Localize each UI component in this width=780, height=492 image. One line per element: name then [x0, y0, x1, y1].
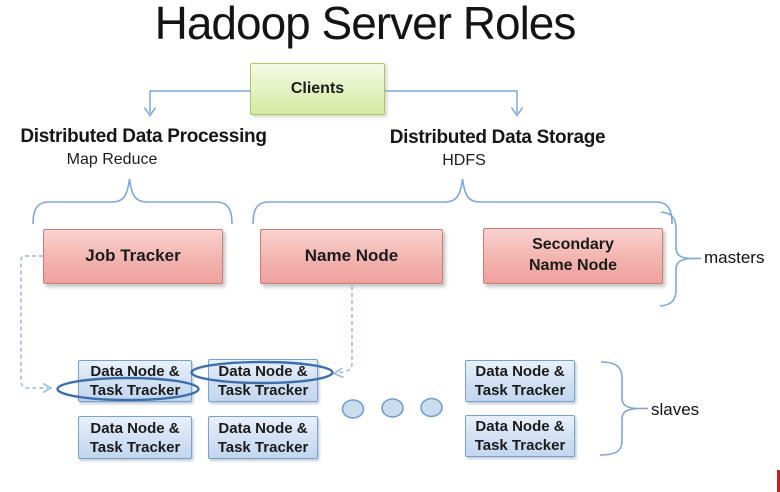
slave-node-label-line1: Data Node &	[90, 419, 180, 437]
storage-subheading: HDFS	[442, 152, 486, 169]
masters-bracket	[659, 211, 691, 307]
secondary-name-node-label-line2: Name Node	[528, 257, 618, 274]
processing-subheading: Map Reduce	[66, 151, 158, 168]
slave-node-label-line1: Data Node &	[90, 363, 180, 380]
slave-node-label-line2: Task Tracker	[89, 438, 181, 456]
diagram-title: Hadoop Server Roles	[154, 0, 577, 49]
storage-heading: Distributed Data Storage	[389, 127, 606, 148]
slave-node-label-line1: Data Node &	[218, 362, 308, 380]
processing-heading: Distributed Data Processing	[20, 126, 267, 147]
slave-node-4: Data Node & Task Tracker	[78, 416, 192, 459]
slave-node-label-line2: Task Tracker	[217, 438, 309, 456]
slave-node-label-line2: Task Tracker	[89, 382, 181, 399]
slave-node-label-line2: Task Tracker	[217, 381, 309, 399]
clients-right-connector	[385, 90, 518, 113]
slaves-bracket	[599, 361, 638, 456]
slave-node-1: Data Node & Task Tracker	[78, 360, 192, 402]
right-arrowhead-icon	[42, 382, 53, 394]
map-reduce-brace	[32, 178, 233, 225]
secondary-name-node-label-line1: Secondary	[532, 236, 614, 254]
clients-node: Clients	[250, 63, 385, 115]
job-tracker-label: Job Tracker	[85, 246, 181, 266]
slave-node-label-line1: Data Node &	[218, 419, 308, 437]
slave-node-label-line1: Data Node &	[475, 418, 565, 435]
hdfs-brace	[252, 178, 673, 225]
slave-node-label-line2: Task Tracker	[474, 382, 566, 399]
slave-node-2: Data Node & Task Tracker	[208, 359, 318, 402]
name-node-node: Name Node	[260, 229, 443, 284]
slaves-group-label: slaves	[651, 400, 700, 419]
masters-group-label: masters	[704, 248, 765, 267]
slave-node-label-line1: Data Node &	[475, 363, 565, 380]
name-node-label: Name Node	[304, 246, 399, 266]
namenode-to-slave-dashed-connector	[338, 286, 353, 374]
ellipsis-dots	[341, 397, 443, 419]
clients-node-label: Clients	[290, 80, 345, 98]
left-arrowhead-icon	[332, 367, 344, 379]
secondary-name-node-node: Secondary Name Node	[483, 228, 663, 284]
down-arrowhead-right-icon	[510, 107, 524, 117]
slave-node-3: Data Node & Task Tracker	[465, 360, 575, 402]
edge-artifact-mark	[777, 470, 780, 492]
slave-node-label-line2: Task Tracker	[474, 437, 566, 454]
slave-node-6: Data Node & Task Tracker	[465, 415, 575, 457]
job-tracker-node: Job Tracker	[43, 229, 223, 284]
down-arrowhead-left-icon	[143, 107, 157, 117]
slave-node-5: Data Node & Task Tracker	[208, 416, 318, 459]
clients-left-connector	[149, 90, 250, 113]
